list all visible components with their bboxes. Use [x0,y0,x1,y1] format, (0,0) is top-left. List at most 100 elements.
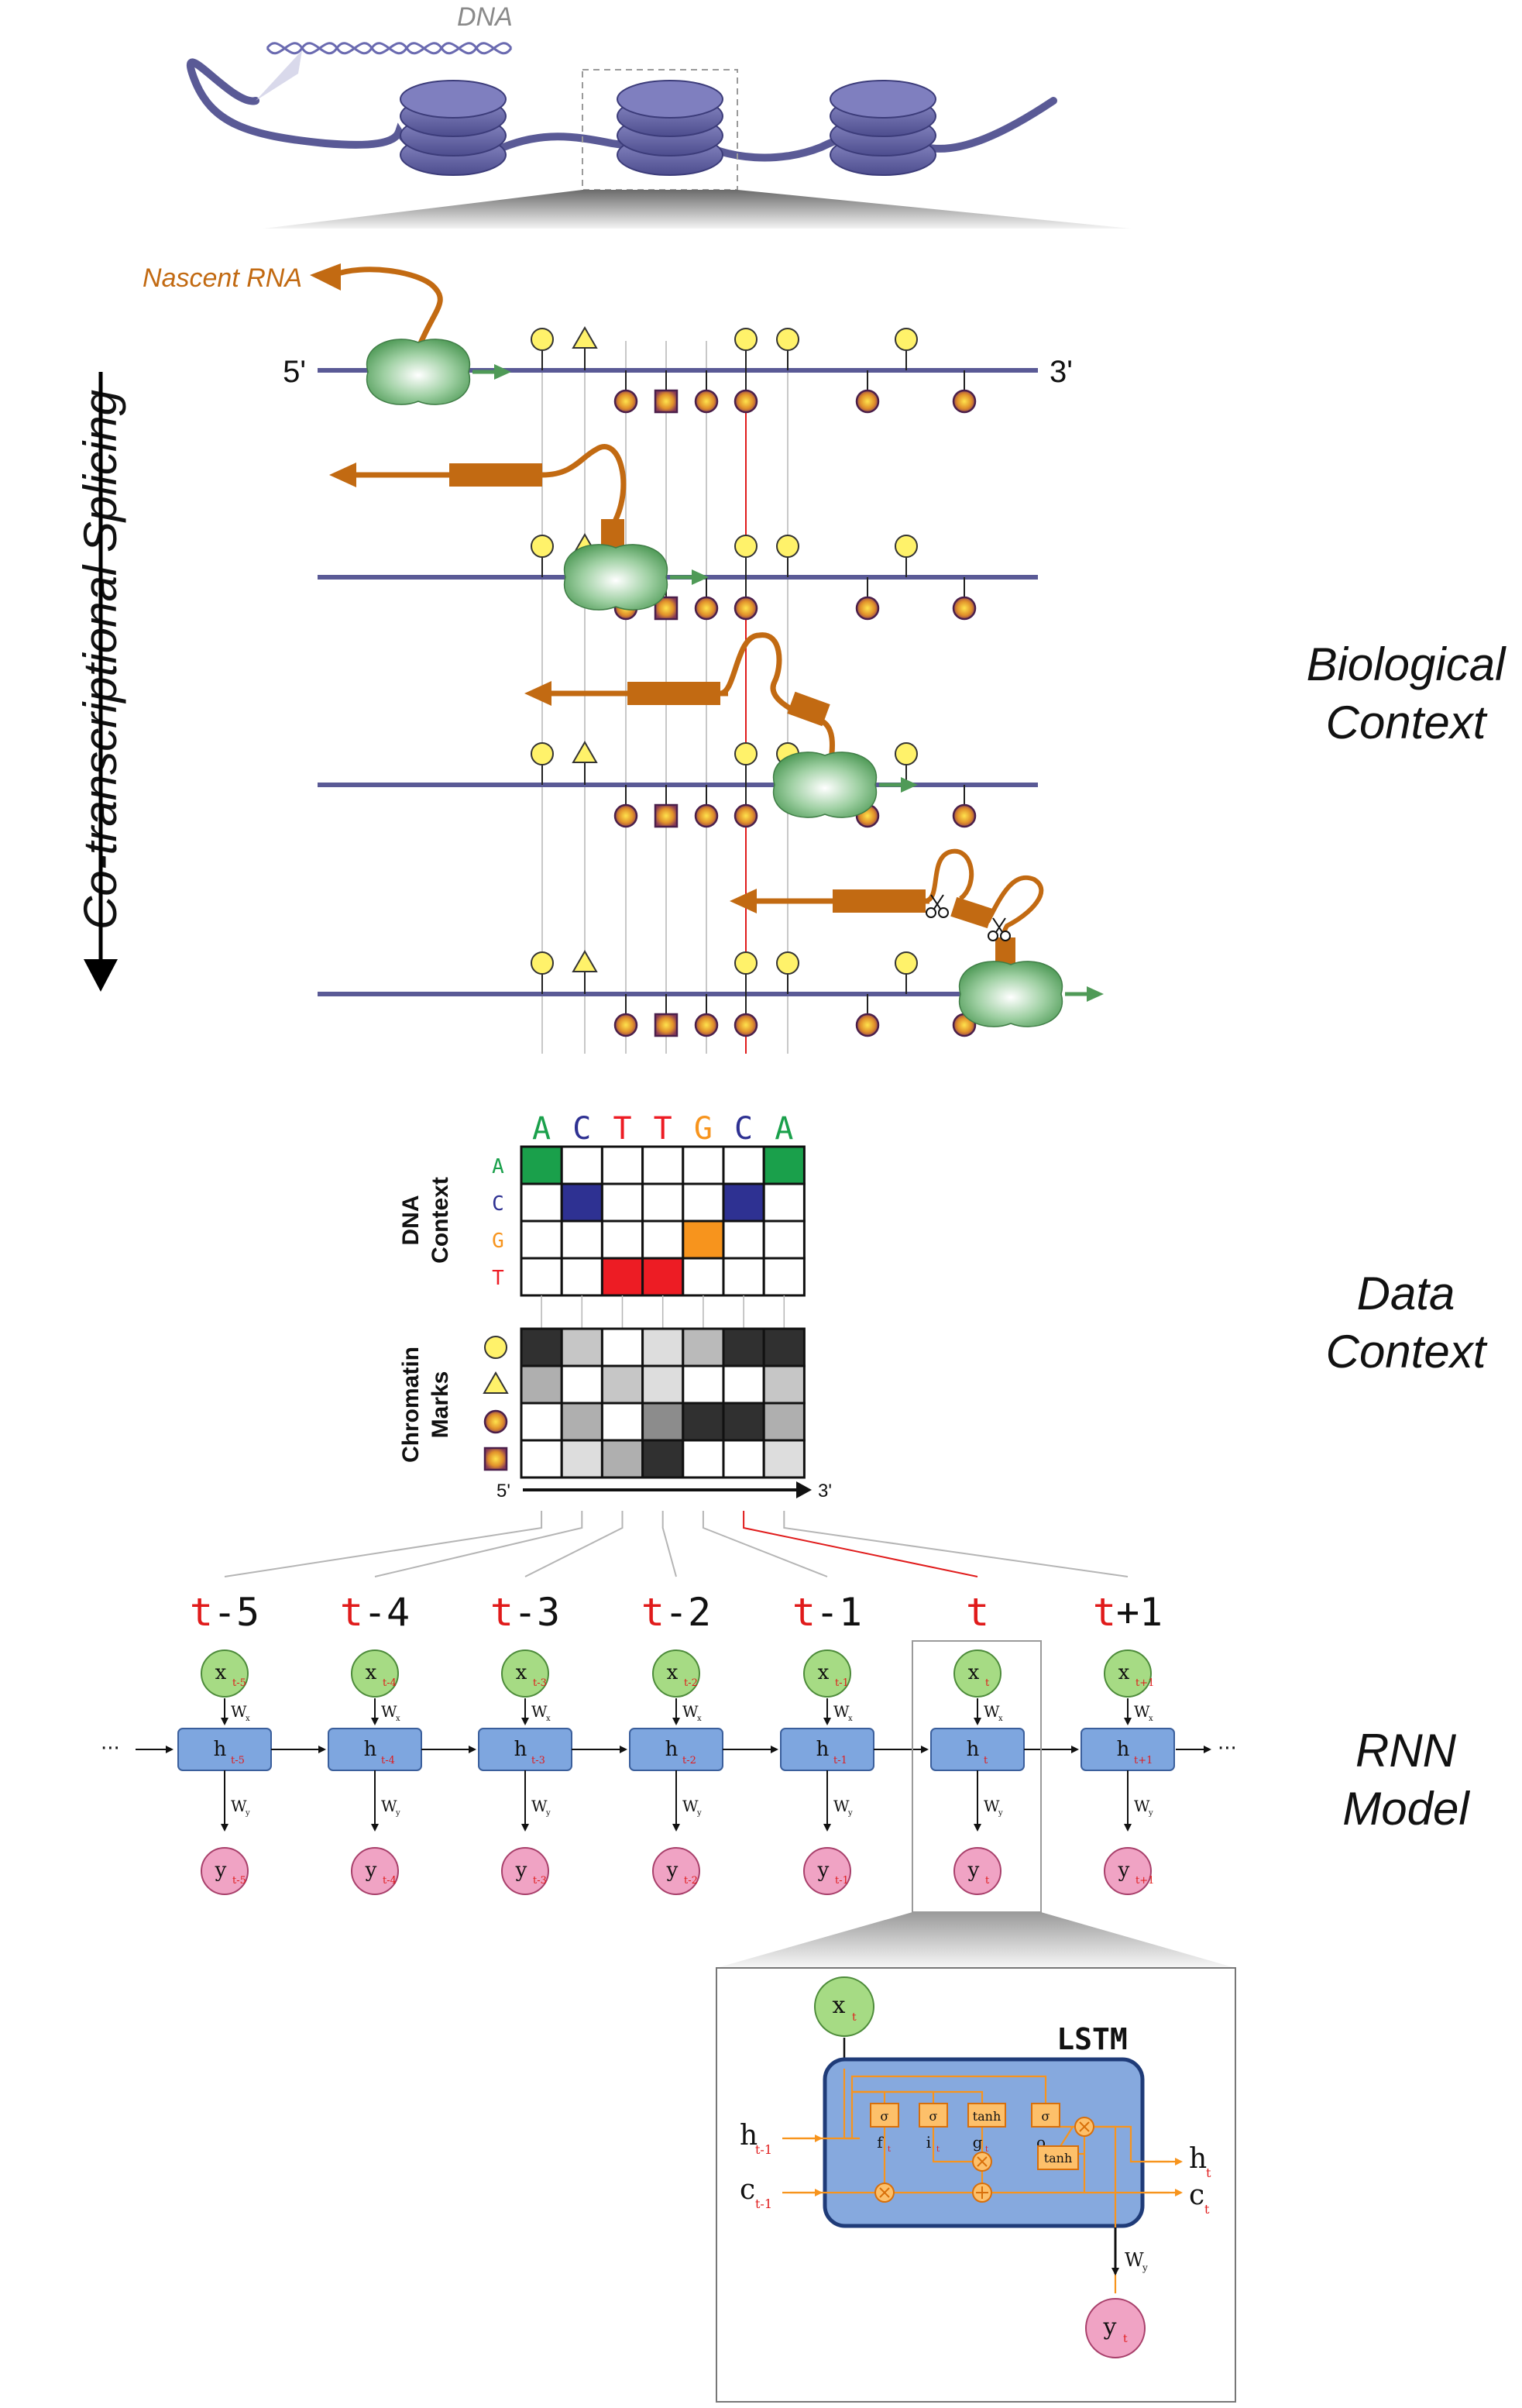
chromatin-circle-mark [895,951,918,975]
scissors-icon [926,894,949,918]
onehot-cell [762,1145,806,1185]
onehot-cell [641,1145,685,1185]
onehot-cell [722,1219,765,1260]
exon-block [950,896,994,929]
output-node-subscript: t-2 [684,1875,698,1887]
time-step-t: t [792,1590,816,1635]
chromatin-circle-mark [776,951,799,975]
rna-arrow-icon [730,889,757,913]
input-node [351,1649,399,1698]
time-step-label: t-5 [190,1590,259,1635]
polymerase-arrow-icon [692,569,709,585]
chromatin-cell [682,1364,725,1405]
chromatin-dot-mark [734,389,758,414]
input-node-subscript: t-4 [383,1677,397,1689]
time-step-label: t-4 [340,1590,410,1635]
wx-subscript: x [848,1715,853,1723]
output-node-subscript: t-1 [835,1875,849,1887]
polymerase-arrow-icon [1087,986,1104,1002]
chromatin-cell [762,1364,806,1405]
lstm-output-label: y [1103,2313,1117,2341]
lstm-gate [1031,2103,1060,2128]
wy-label: W [231,1797,247,1815]
step-connector [661,1511,677,1577]
wx-subscript: x [396,1715,400,1723]
chromatin-triangle-mark [572,949,598,972]
output-node-label: y [215,1859,227,1882]
wx-label: W [682,1702,699,1721]
chromatin-circle-mark [776,328,799,351]
sequence-letter: T [654,1111,672,1147]
polymerase-icon [563,544,709,611]
wy-subscript: y [1148,1809,1153,1818]
chromatin-label: Marks [428,1371,453,1439]
time-step-label: t+1 [1093,1590,1163,1635]
wx-label: W [531,1702,548,1721]
output-node [953,1847,1001,1895]
output-node [501,1847,549,1895]
multiply-icon-stroke [977,2156,988,2167]
wx-subscript: x [1149,1715,1153,1723]
hidden-node-subscript: t-3 [531,1755,545,1766]
dna-helix-icon [266,42,513,55]
onehot-cell [520,1257,563,1297]
rna-lariat [924,848,974,903]
lstm-cell [823,2057,1145,2228]
time-step-t: t [490,1590,514,1635]
scissors-handle [1000,931,1011,941]
side-label-bio-2: Context [1326,697,1488,748]
chromatin-cell [600,1364,644,1405]
lstm-h-out-subscript: t [1206,2165,1211,2180]
input-node-subscript: t [985,1677,990,1689]
chromatin-circle-mark [734,328,758,351]
chromatin-cell [762,1327,806,1367]
side-label-bio-1: Biological [1307,638,1507,690]
chromatin-cell [682,1439,725,1479]
output-node-label: y [817,1859,830,1882]
input-node-label: x [366,1661,377,1684]
chromatin-cell [600,1439,644,1479]
lstm-gate-label: tanh [973,2109,1001,2124]
wy-subscript: y [245,1809,250,1818]
chromatin-dot-mark [694,1013,719,1037]
nucleotide-row-label: T [492,1267,504,1290]
output-node-label: y [365,1859,377,1882]
input-node-label: x [818,1661,830,1684]
chromatin-dot-mark [734,803,758,828]
chromatin-square-mark [654,803,679,828]
scissors-handle [938,907,949,918]
dna-unwind [256,50,302,101]
wy-label: W [682,1797,699,1815]
chromatin-cell [641,1364,685,1405]
time-step-t: t [966,1590,989,1635]
chromatin-cell [641,1327,685,1367]
input-node-label: x [215,1661,227,1684]
time-arrow-head [84,959,118,992]
wy-label: W [984,1797,1000,1815]
biological-context: 5'3'Nascent RNA [143,263,1104,1054]
nucleotide-row-label: A [492,1155,504,1178]
chromatin-circle-mark [895,742,918,765]
dna-context-label: Context [428,1177,453,1264]
onehot-cell [641,1219,685,1260]
chromatin-dot-mark [952,596,977,621]
chromatin-cell [762,1402,806,1442]
rna-arrow-icon [310,263,341,291]
five-prime-label: 5' [283,355,306,389]
chromatin-dot-mark [855,596,880,621]
input-node [501,1649,549,1698]
time-step-offset: -5 [213,1590,259,1635]
wx-label: W [984,1702,1000,1721]
input-node-subscript: t-5 [232,1677,246,1689]
polymerase-arrow-icon [901,777,918,793]
exon-block [627,682,720,705]
polymerase-body [772,752,878,818]
onehot-cell [520,1182,563,1223]
time-step-label: t-1 [792,1590,862,1635]
onehot-cell [520,1219,563,1260]
chromatin-cell [560,1402,603,1442]
step-connector [374,1511,583,1577]
onehot-cell [682,1219,725,1260]
